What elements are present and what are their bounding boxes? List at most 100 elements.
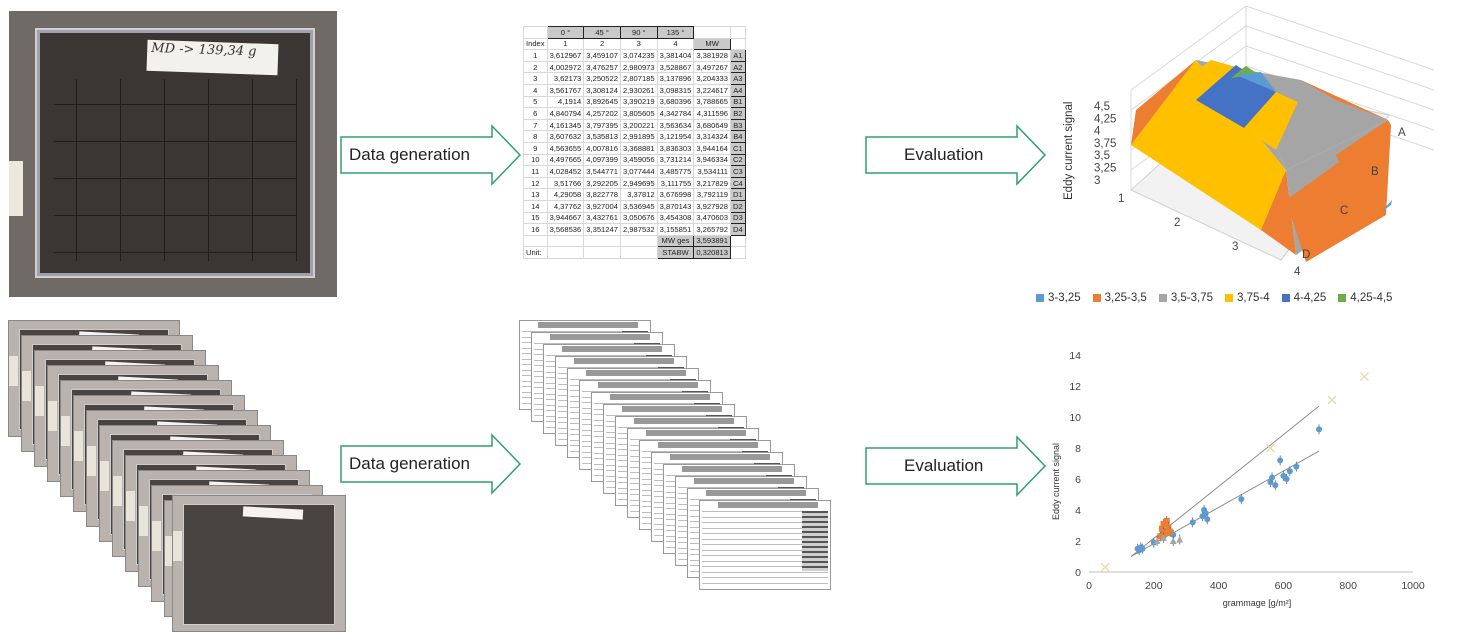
sheet-value: 3,676998 xyxy=(657,189,694,201)
scatter-x-tick: 0 xyxy=(1086,580,1092,592)
surface-x-tick: 3 xyxy=(1232,241,1238,253)
sheet-position: A4 xyxy=(731,84,746,96)
scatter-x-tick: 400 xyxy=(1210,580,1228,592)
sheet-value: 3,111755 xyxy=(657,177,694,189)
sheet-index: 8 xyxy=(524,131,548,143)
scatter-point xyxy=(1293,464,1299,470)
sheet-value: 4,097399 xyxy=(584,154,621,166)
sheet-index: 5 xyxy=(524,96,548,108)
sheet-value: 3,476257 xyxy=(584,61,621,73)
sheet-value: 3,204333 xyxy=(694,73,731,85)
sheet-row: 144,377623,9270043,5369453,8701433,92792… xyxy=(524,200,746,212)
sheet-position: C4 xyxy=(731,177,746,189)
scatter-point xyxy=(1176,536,1183,543)
arrow-label-data-gen-top: Data generation xyxy=(341,137,491,173)
sheet-value: 4,1914 xyxy=(547,96,584,108)
scatter-point xyxy=(1190,519,1196,525)
scatter-point xyxy=(1277,457,1283,463)
sheet-value: 2,980973 xyxy=(620,61,657,73)
legend-label: 3-3,25 xyxy=(1048,292,1081,304)
surface-z-tick: 4,5 xyxy=(1094,101,1110,113)
sheet-value: 3,351247 xyxy=(584,224,621,236)
sheet-value: 3,37812 xyxy=(620,189,657,201)
legend-label: 3,75-4 xyxy=(1237,292,1270,304)
sheet-index: 16 xyxy=(524,224,548,236)
sheet-cell xyxy=(620,247,657,259)
sheet-value: 3,224617 xyxy=(694,84,731,96)
sheet-cell xyxy=(524,27,548,39)
sheet-value: 3,368881 xyxy=(620,142,657,154)
scatter-point xyxy=(1287,468,1293,474)
sheet-value: 3,561767 xyxy=(547,84,584,96)
sheet-index: 14 xyxy=(524,200,548,212)
sheet-value: 4,342784 xyxy=(657,108,694,120)
scatter-y-tick: 12 xyxy=(1069,381,1081,393)
scatter-y-tick: 8 xyxy=(1075,443,1081,455)
sheet-col-number: 4 xyxy=(657,38,694,50)
scatter-x-label: grammage [g/m²] xyxy=(1223,598,1292,608)
sheet-index: 11 xyxy=(524,166,548,178)
sheet-value: 3,836303 xyxy=(657,142,694,154)
sheet-value: 3,534111 xyxy=(694,166,731,178)
sheet-cell xyxy=(694,27,731,39)
sheet-value: 3,459107 xyxy=(584,50,621,62)
sheet-value: 2,991895 xyxy=(620,131,657,143)
sheet-value: 2,987532 xyxy=(620,224,657,236)
sheet-stabw-value: 0,320813 xyxy=(694,247,731,259)
sheet-value: 3,432761 xyxy=(584,212,621,224)
surface-z-tick: 4 xyxy=(1094,126,1101,138)
surface-legend: 3-3,253,25-3,53,5-3,753,75-44-4,254,25-4… xyxy=(1036,292,1392,304)
sheet-value: 2,807185 xyxy=(620,73,657,85)
sheet-value: 2,949695 xyxy=(620,177,657,189)
sheet-value: 3,137896 xyxy=(657,73,694,85)
sheet-value: 3,568536 xyxy=(547,224,584,236)
sheet-index: 3 xyxy=(524,73,548,85)
sheet-value: 3,822778 xyxy=(584,189,621,201)
sheet-row: 114,0284523,5447713,0774443,4857753,5341… xyxy=(524,166,746,178)
scatter-y-tick: 4 xyxy=(1075,505,1081,517)
sheet-position: B3 xyxy=(731,119,746,131)
sheet-position: B4 xyxy=(731,131,746,143)
sheet-value: 3,200221 xyxy=(620,119,657,131)
scatter-point xyxy=(1316,426,1322,432)
surface-z-tick: 3,5 xyxy=(1094,150,1110,162)
scatter-y-tick: 0 xyxy=(1075,567,1081,579)
sheet-value: 4,161345 xyxy=(547,119,584,131)
sheet-value: 3,454308 xyxy=(657,212,694,224)
sheet-value: 2,930261 xyxy=(620,84,657,96)
sheet-cell xyxy=(524,235,548,247)
sheet-value: 3,892645 xyxy=(584,96,621,108)
sheet-value: 3,805605 xyxy=(620,108,657,120)
sheet-value: 3,459056 xyxy=(620,154,657,166)
sheet-value: 4,002972 xyxy=(547,61,584,73)
sheet-value: 3,470603 xyxy=(694,212,731,224)
scatter-point xyxy=(1272,482,1278,488)
sheet-cell xyxy=(731,235,746,247)
sheet-row: 13,6129673,4591073,0742353,3814043,38192… xyxy=(524,50,746,62)
sheet-cell xyxy=(620,235,657,247)
sheet-position: C2 xyxy=(731,154,746,166)
scatter-chart: 0246810121402004006008001000 Eddy curren… xyxy=(1045,345,1425,610)
surface-x-tick: 1 xyxy=(1118,193,1124,205)
sheet-value: 3,485775 xyxy=(657,166,694,178)
surface-y-tick: D xyxy=(1302,249,1310,261)
sheet-index: 15 xyxy=(524,212,548,224)
sheet-value: 3,314324 xyxy=(694,131,731,143)
scatter-trend-line xyxy=(1131,451,1319,556)
sheet-position: D1 xyxy=(731,189,746,201)
scatter-point xyxy=(1204,516,1210,522)
sheet-value: 3,944667 xyxy=(547,212,584,224)
sheet-value: 3,944164 xyxy=(694,142,731,154)
sheet-position: A2 xyxy=(731,61,746,73)
sheet-value: 3,390219 xyxy=(620,96,657,108)
scatter-point xyxy=(1203,510,1209,516)
sheet-index: 4 xyxy=(524,84,548,96)
sheet-value: 3,535813 xyxy=(584,131,621,143)
sheet-angle-header: 0 ° xyxy=(547,27,584,39)
